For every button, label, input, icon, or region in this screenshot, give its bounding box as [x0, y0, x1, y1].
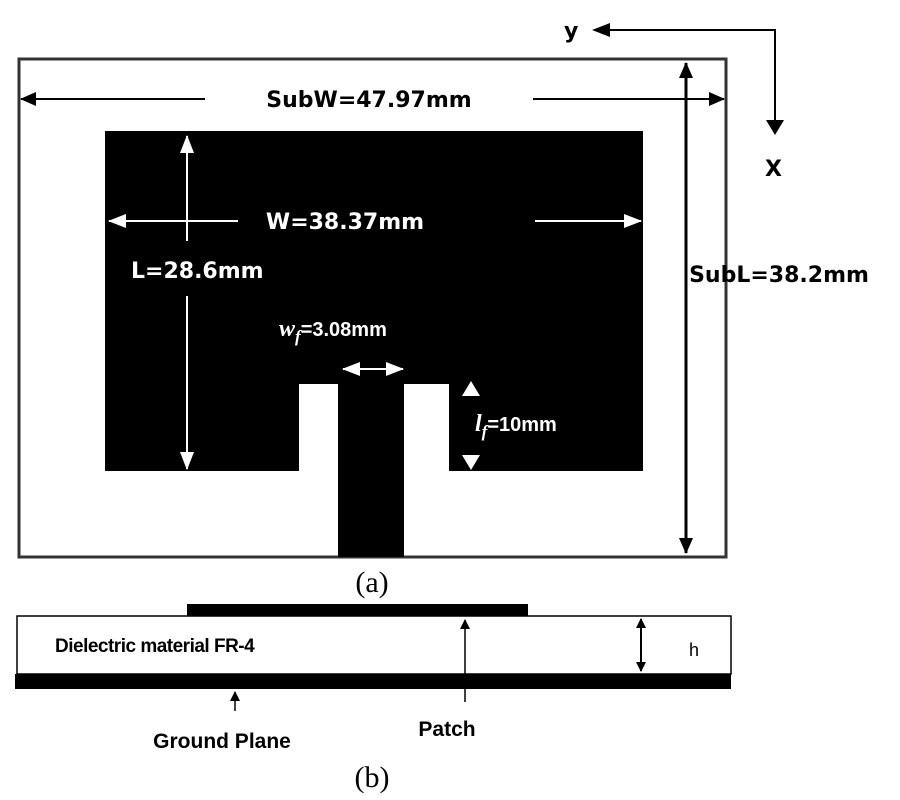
- feed-width-subscript: f: [295, 327, 303, 346]
- inset-length-subscript: f: [482, 422, 490, 441]
- axis-lines: [598, 29, 776, 131]
- axis-x-label: X: [765, 157, 782, 182]
- patch: [105, 131, 643, 557]
- patch-width-label: W=38.37mm: [266, 210, 424, 235]
- axis-x-arrowhead: [766, 120, 784, 135]
- height-label: h: [689, 640, 699, 660]
- feed-width-value: =3.08mm: [301, 319, 387, 341]
- caption-a: (a): [355, 566, 388, 599]
- inset-arrow-up: [462, 381, 480, 396]
- substrate-width-label: SubW=47.97mm: [266, 88, 471, 113]
- axis-y-arrowhead: [592, 23, 610, 37]
- ground-plane-label: Ground Plane: [153, 730, 291, 753]
- dielectric-label: Dielectric material FR-4: [55, 636, 255, 657]
- feed-width-label: wf=3.08mm: [279, 316, 387, 346]
- inset-arrow-down: [462, 455, 480, 470]
- top-view: SubW=47.97mm SubL=38.2mm y X W=38.37mm L…: [17, 19, 869, 599]
- inset-length-symbol: l: [475, 411, 482, 437]
- feed-width-symbol: w: [279, 316, 296, 342]
- inset-length-value: =10mm: [487, 414, 557, 436]
- axis-y-label: y: [564, 19, 578, 44]
- patch-layer: [187, 604, 528, 616]
- inset-length-label: lf=10mm: [475, 411, 557, 441]
- ground-plane-layer: [15, 674, 731, 689]
- substrate-length-label: SubL=38.2mm: [689, 263, 869, 288]
- dielectric-layer: [16, 615, 732, 675]
- patch-label: Patch: [418, 718, 475, 741]
- caption-b: (b): [355, 761, 390, 794]
- patch-length-label: L=28.6mm: [131, 259, 264, 284]
- side-view: Dielectric material FR-4 h Patch Ground …: [15, 604, 732, 794]
